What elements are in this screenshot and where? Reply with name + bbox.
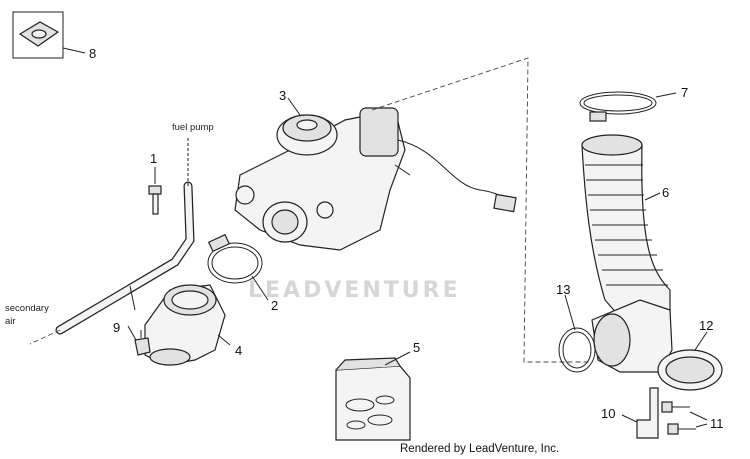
callout-3: 3 bbox=[279, 88, 286, 103]
assembly-guide-line bbox=[371, 57, 590, 363]
part-11-screws bbox=[661, 401, 708, 435]
part-7-hose-clamp bbox=[579, 91, 677, 122]
part-13-small-clamp bbox=[558, 294, 596, 373]
callout-8: 8 bbox=[89, 46, 96, 61]
part-4-intake-manifold bbox=[144, 284, 231, 366]
callout-7: 7 bbox=[681, 85, 688, 100]
callout-11: 11 bbox=[710, 416, 724, 431]
callout-4: 4 bbox=[235, 343, 242, 358]
part-10-bracket bbox=[621, 387, 659, 439]
part-5-gasket-kit bbox=[335, 351, 411, 441]
part-2-hose-clamp bbox=[207, 233, 269, 301]
secondary-air-note-line1: secondary bbox=[5, 303, 49, 314]
callout-13: 13 bbox=[556, 282, 570, 297]
callout-9: 9 bbox=[113, 320, 120, 335]
fuel-pump-note: fuel pump bbox=[172, 122, 214, 133]
part-12-elbow-duct bbox=[591, 299, 723, 391]
callout-10: 10 bbox=[601, 406, 615, 421]
fuel-pump-hose bbox=[29, 138, 195, 345]
part-1-bolt bbox=[148, 167, 162, 215]
callout-2: 2 bbox=[271, 298, 278, 313]
callout-5: 5 bbox=[413, 340, 420, 355]
watermark: LEADVENTURE bbox=[248, 278, 461, 303]
render-credit: Rendered by LeadVenture, Inc. bbox=[400, 443, 559, 455]
part-8-clip-nut bbox=[12, 11, 86, 59]
callout-6: 6 bbox=[662, 185, 669, 200]
secondary-air-note-line2: air bbox=[5, 316, 16, 327]
callout-1: 1 bbox=[150, 151, 157, 166]
part-3-carburetor bbox=[234, 97, 517, 251]
part-9-fitting bbox=[127, 325, 151, 356]
callout-12: 12 bbox=[699, 318, 713, 333]
